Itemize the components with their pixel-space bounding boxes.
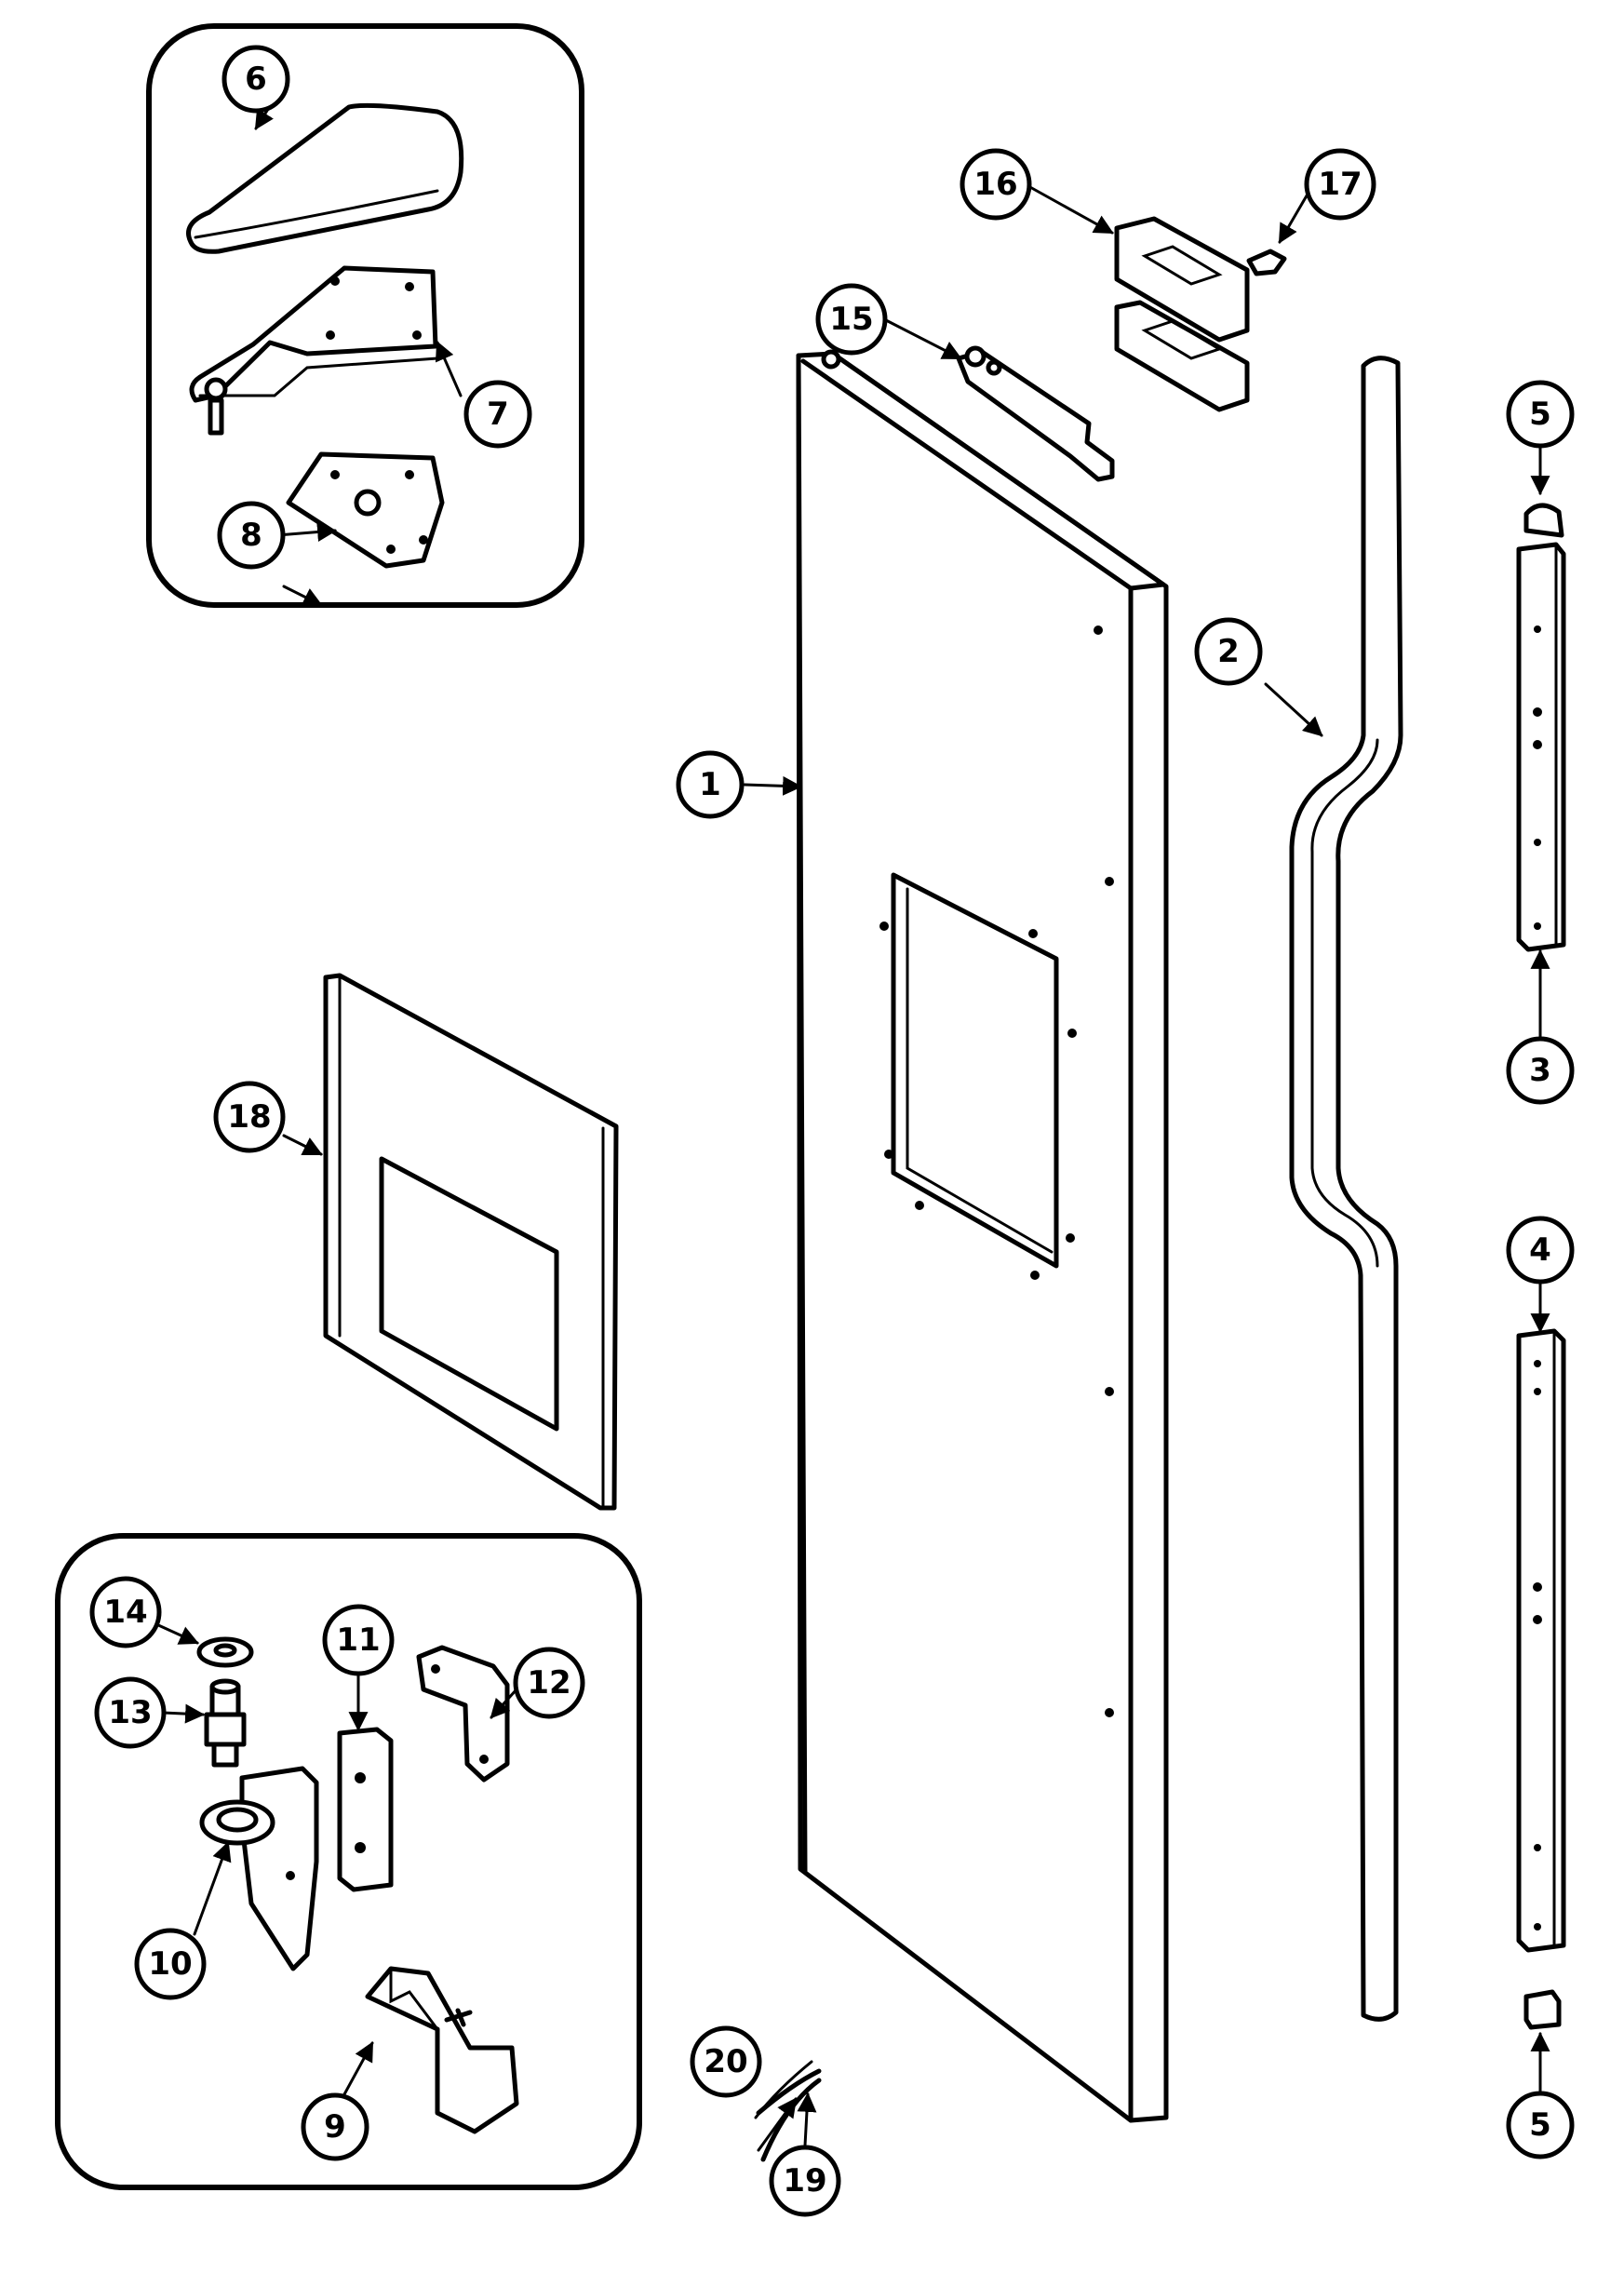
callout-11-label: 11 [336,1621,380,1659]
callout-2: 2 [1194,617,1263,686]
callout-6-label: 6 [245,61,267,98]
callout-12: 12 [513,1647,585,1719]
inset-box-bottom-hinge [55,1533,642,2190]
callout-16: 16 [960,148,1032,221]
part-2-handle [1289,356,1403,2022]
callout-10-label: 10 [148,1945,192,1983]
part-5-end-cap-bottom [1523,1989,1562,2030]
part-14-washer [196,1636,254,1668]
callout-13-label: 13 [108,1694,152,1731]
callout-18: 18 [213,1081,286,1153]
callout-11: 11 [322,1604,395,1676]
callout-13: 13 [94,1676,167,1749]
part-3-upper-trim [1516,542,1566,952]
callout-12-label: 12 [527,1664,570,1702]
callout-14-label: 14 [103,1594,147,1631]
part-17-clip [1246,249,1287,276]
callout-5-bottom-label: 5 [1529,2106,1551,2144]
part-6-hinge-cover [186,102,464,254]
callout-3: 3 [1506,1036,1575,1105]
callout-6: 6 [221,45,290,114]
callout-7-label: 7 [487,396,509,433]
callout-19-label: 19 [783,2162,826,2200]
part-16-bracket [1114,216,1250,412]
callout-14: 14 [89,1576,162,1648]
callout-8-label: 8 [240,517,262,554]
callout-16-label: 16 [973,166,1017,203]
callout-10: 10 [134,1928,207,2000]
callout-7: 7 [463,380,532,449]
callout-20: 20 [690,2025,762,2098]
callout-8: 8 [217,501,286,570]
part-18-dispenser-trim [323,973,619,1511]
callout-15-label: 15 [829,301,873,338]
part-8-hinge-shim [286,451,445,569]
part-4-lower-trim [1516,1328,1566,1953]
callout-15: 15 [815,283,888,356]
callout-17-label: 17 [1318,166,1362,203]
callout-5-top: 5 [1506,380,1575,449]
part-11-shim-plate [337,1727,394,1892]
part-15-door-stop [956,345,1115,482]
callout-3-label: 3 [1529,1052,1551,1089]
callout-20-label: 20 [704,2043,747,2080]
part-1-door-panel [796,349,1169,2123]
part-9-hinge-bracket [365,1966,519,2134]
callout-1-label: 1 [699,766,721,803]
callout-9: 9 [301,2092,369,2161]
callout-19: 19 [769,2145,841,2217]
part-10-bottom-hinge [199,1766,319,1971]
part-13-hinge-pin [204,1678,247,1768]
callout-4: 4 [1506,1216,1575,1285]
callout-9-label: 9 [324,2108,346,2146]
callout-5-top-label: 5 [1529,396,1551,433]
callout-1: 1 [676,750,745,819]
part-7-top-hinge [189,265,439,436]
callout-4-label: 4 [1529,1231,1551,1269]
callout-18-label: 18 [227,1098,271,1136]
callout-17: 17 [1304,148,1376,221]
leader-lines [154,89,1550,2152]
callout-5-bottom: 5 [1506,2091,1575,2159]
callout-2-label: 2 [1217,633,1240,670]
part-5-end-cap-top [1523,503,1564,538]
part-12-bracket [416,1645,510,1783]
inset-box-top-hinge [146,23,584,608]
